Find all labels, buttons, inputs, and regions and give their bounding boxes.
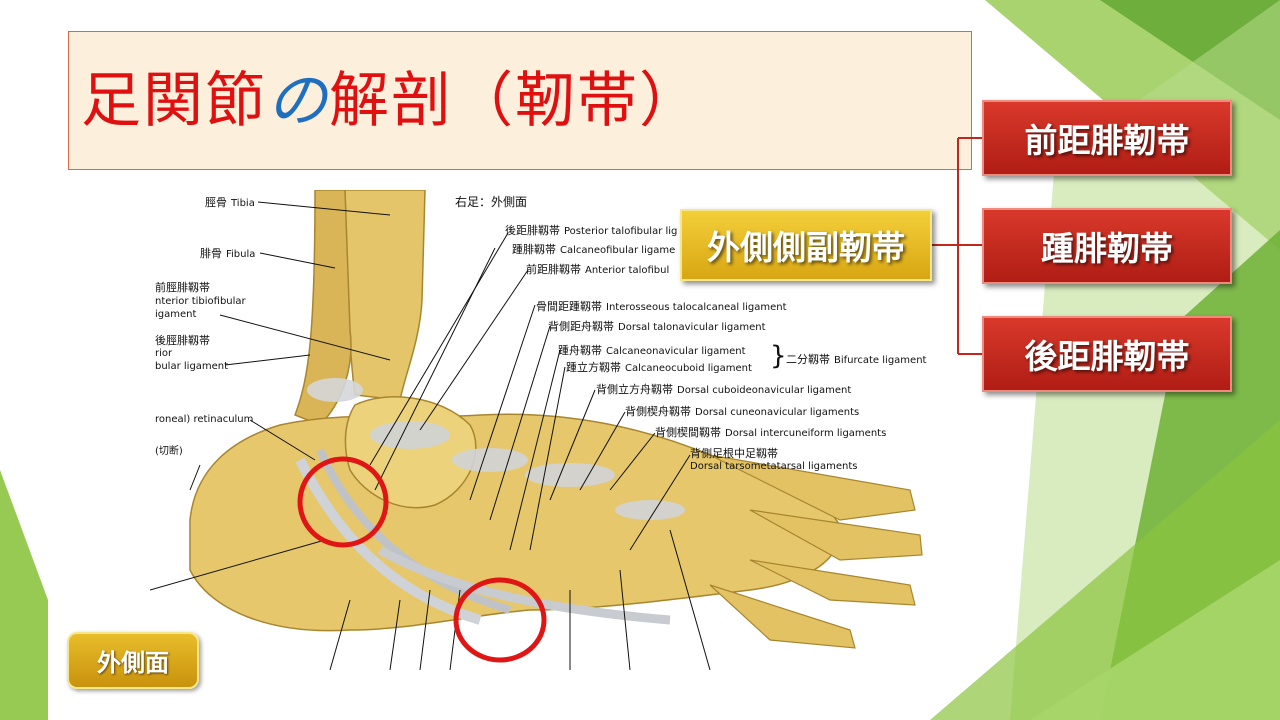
- label-anterior-tibiofibular-en2: igament: [155, 309, 197, 320]
- label-posterior-tibiofibular-en: rior: [155, 348, 173, 359]
- label-anterior-tibiofibular-en: nterior tibiofibular: [155, 296, 246, 307]
- label-posterior-tibiofibular: 後脛腓靱帯: [155, 334, 210, 347]
- label-dorsal-tarsometatarsal: 背側足根中足靱帯: [690, 447, 778, 460]
- label-dorsal-tarsometatarsal-en: Dorsal tarsometatarsal ligaments: [690, 461, 858, 472]
- ligament-box-calcaneofibular: 踵腓靭帯: [982, 208, 1232, 284]
- ligament-box-posterior-talofibular: 後距腓靭帯: [982, 316, 1232, 392]
- view-label-badge: 外側面: [67, 632, 199, 689]
- title-part-1: 足関節: [81, 66, 267, 136]
- label-anterior-tibiofibular: 前脛腓靱帯: [155, 281, 210, 294]
- ligament-box-anterior-talofibular: 前距腓靭帯: [982, 100, 1232, 176]
- highlight-circle-heel: [453, 577, 547, 663]
- label-posterior-tibiofibular-en2: bular ligament: [155, 361, 229, 372]
- lateral-collateral-ligament-label: 外側側副靭帯: [680, 209, 932, 281]
- title-part-3: 解剖（靭帯）: [329, 66, 701, 136]
- highlight-circle-ankle: [297, 456, 389, 548]
- title-box: 足関節の解剖（靭帯）: [68, 31, 972, 170]
- page-title: 足関節の解剖（靭帯）: [81, 52, 701, 139]
- bracket: }: [770, 341, 787, 371]
- figure-heading: 右足：外側面: [455, 195, 528, 209]
- label-retinaculum: roneal) retinaculum: [155, 414, 254, 425]
- label-cut: (切断): [155, 446, 183, 457]
- title-part-2: の: [267, 66, 329, 136]
